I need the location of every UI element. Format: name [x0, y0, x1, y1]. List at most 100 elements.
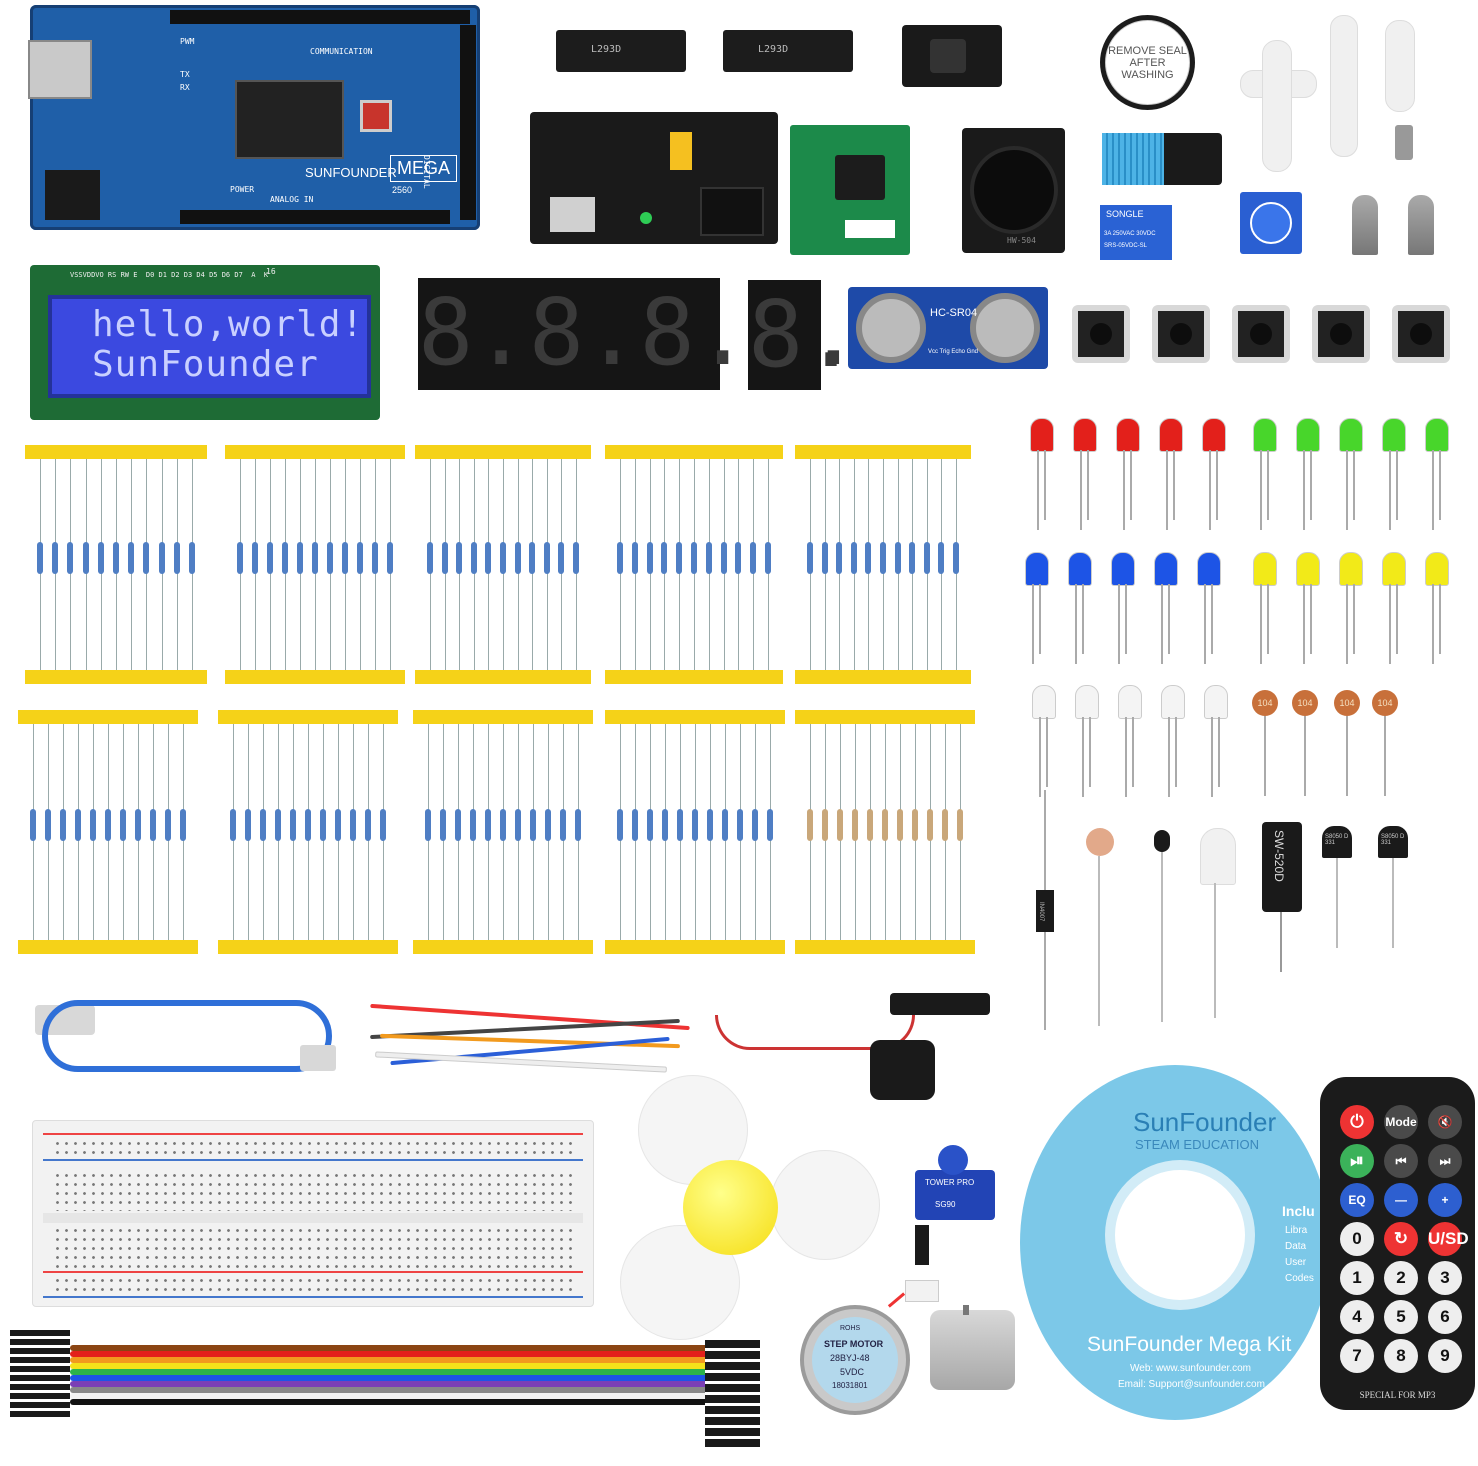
remote-button: ⏮ — [1384, 1144, 1418, 1178]
resistor — [662, 809, 668, 841]
resistor — [275, 809, 281, 841]
stepper-model: 28BYJ-48 — [830, 1353, 870, 1363]
resistor — [953, 541, 959, 574]
ultrasonic-pin-labels: Vcc Trig Echo Gnd — [928, 349, 979, 355]
resistor — [427, 541, 433, 574]
resistor — [350, 809, 356, 841]
led-leg — [1168, 717, 1170, 797]
led-leg — [1211, 717, 1213, 797]
cd-subtitle: STEAM EDUCATION — [1135, 1137, 1259, 1152]
power-rail-red — [43, 1133, 583, 1135]
led-leg — [1346, 450, 1348, 530]
led-green — [1425, 418, 1449, 452]
resistor — [120, 809, 126, 841]
resistor — [165, 809, 171, 841]
thermistor-lead — [1161, 852, 1163, 1022]
resistor — [617, 809, 623, 841]
stepper-brand: ROHS — [840, 1325, 861, 1332]
resistor — [720, 541, 727, 574]
led-leg — [1118, 584, 1120, 664]
remote-button: 9 — [1428, 1339, 1462, 1373]
resistor — [927, 809, 933, 841]
software-cd: SunFounder STEAM EDUCATION Inclu Libra D… — [1020, 1065, 1330, 1420]
resistor — [575, 809, 581, 841]
led-leg — [1218, 717, 1220, 787]
resistor — [305, 809, 311, 841]
board-model-number: 2560 — [392, 185, 413, 195]
led-white — [1118, 685, 1142, 719]
tape-strip-top — [795, 445, 971, 459]
servo-brand: TOWER PRO — [925, 1178, 975, 1187]
tape-strip-top — [18, 710, 198, 724]
resistor — [765, 541, 771, 574]
led-leg — [1130, 450, 1132, 520]
led-leg — [1303, 450, 1305, 530]
resistor — [923, 541, 930, 574]
tape-strip-top — [218, 710, 398, 724]
ribbon-wire — [70, 1393, 710, 1399]
top-header-pins — [170, 10, 470, 24]
resistor — [282, 541, 288, 574]
led-leg — [1310, 584, 1312, 654]
led-blue — [1111, 552, 1135, 586]
remote-button: ⏭ — [1428, 1144, 1462, 1178]
servo-model: SG90 — [935, 1200, 956, 1209]
ic-chip-label: L293D — [591, 44, 622, 55]
led-leg — [1310, 450, 1312, 520]
led-white — [1161, 685, 1185, 719]
ribbon-connectors-left — [10, 1330, 70, 1420]
led-yellow — [1253, 552, 1277, 586]
capacitor-leg — [1264, 716, 1266, 796]
power-rail-red-bottom — [43, 1271, 583, 1273]
lcd1602-module: VSSVDDVO RS RW E D0 D1 D2 D3 D4 D5 D6 D7… — [30, 265, 380, 420]
push-button-2 — [1152, 305, 1210, 363]
tape-strip-bottom — [18, 940, 198, 954]
cd-email: Email: Support@sunfounder.com — [1118, 1379, 1265, 1390]
resistor — [30, 809, 36, 841]
led-leg — [1080, 450, 1082, 530]
led-leg — [1267, 450, 1269, 520]
photoresistor — [1086, 828, 1114, 856]
resistor — [767, 809, 773, 841]
thermistor — [1154, 830, 1170, 852]
resistor — [514, 541, 521, 574]
led-leg — [1389, 584, 1391, 664]
resistor — [865, 541, 872, 574]
remote-button: 2 — [1384, 1261, 1418, 1295]
stepper-driver-board — [790, 125, 910, 255]
tilt-switch-label: SW-520D — [1272, 830, 1286, 882]
led-leg — [1204, 584, 1206, 664]
resistor — [372, 541, 378, 574]
led-leg — [1168, 584, 1170, 654]
remote-button: Mode — [1384, 1105, 1418, 1139]
battery-snap — [870, 1040, 935, 1100]
transistor-1-lead — [1336, 858, 1338, 948]
resistor — [365, 809, 371, 841]
resistor — [836, 541, 843, 574]
stepper-serial: 18031801 — [832, 1381, 868, 1390]
led-green — [1253, 418, 1277, 452]
uln2003-chip — [835, 155, 885, 200]
ribbon-wire — [70, 1363, 710, 1369]
dc-power-jack — [45, 170, 100, 220]
atmega-chip — [235, 80, 344, 159]
resistor — [485, 809, 491, 841]
resistor — [822, 809, 828, 841]
resistor — [75, 809, 81, 841]
resistor — [707, 809, 713, 841]
transistor-1: S8050 D 331 — [1322, 826, 1352, 858]
led-red — [1202, 418, 1226, 452]
resistor — [737, 809, 743, 841]
ribbon-wire — [70, 1357, 710, 1363]
led-leg — [1082, 717, 1084, 797]
stepper-wire — [887, 1292, 906, 1308]
relay-model: SRS-05VDC-SL — [1104, 243, 1148, 249]
usb-cable — [42, 1000, 332, 1072]
resistor — [180, 809, 186, 841]
resistor — [691, 541, 697, 574]
rgb-led-lead — [1214, 883, 1216, 1018]
resistor — [470, 541, 477, 574]
push-button-4 — [1312, 305, 1370, 363]
ic-chip-l293d-1: L293D — [556, 30, 686, 72]
lcd-line-1: hello,world! — [92, 304, 365, 345]
